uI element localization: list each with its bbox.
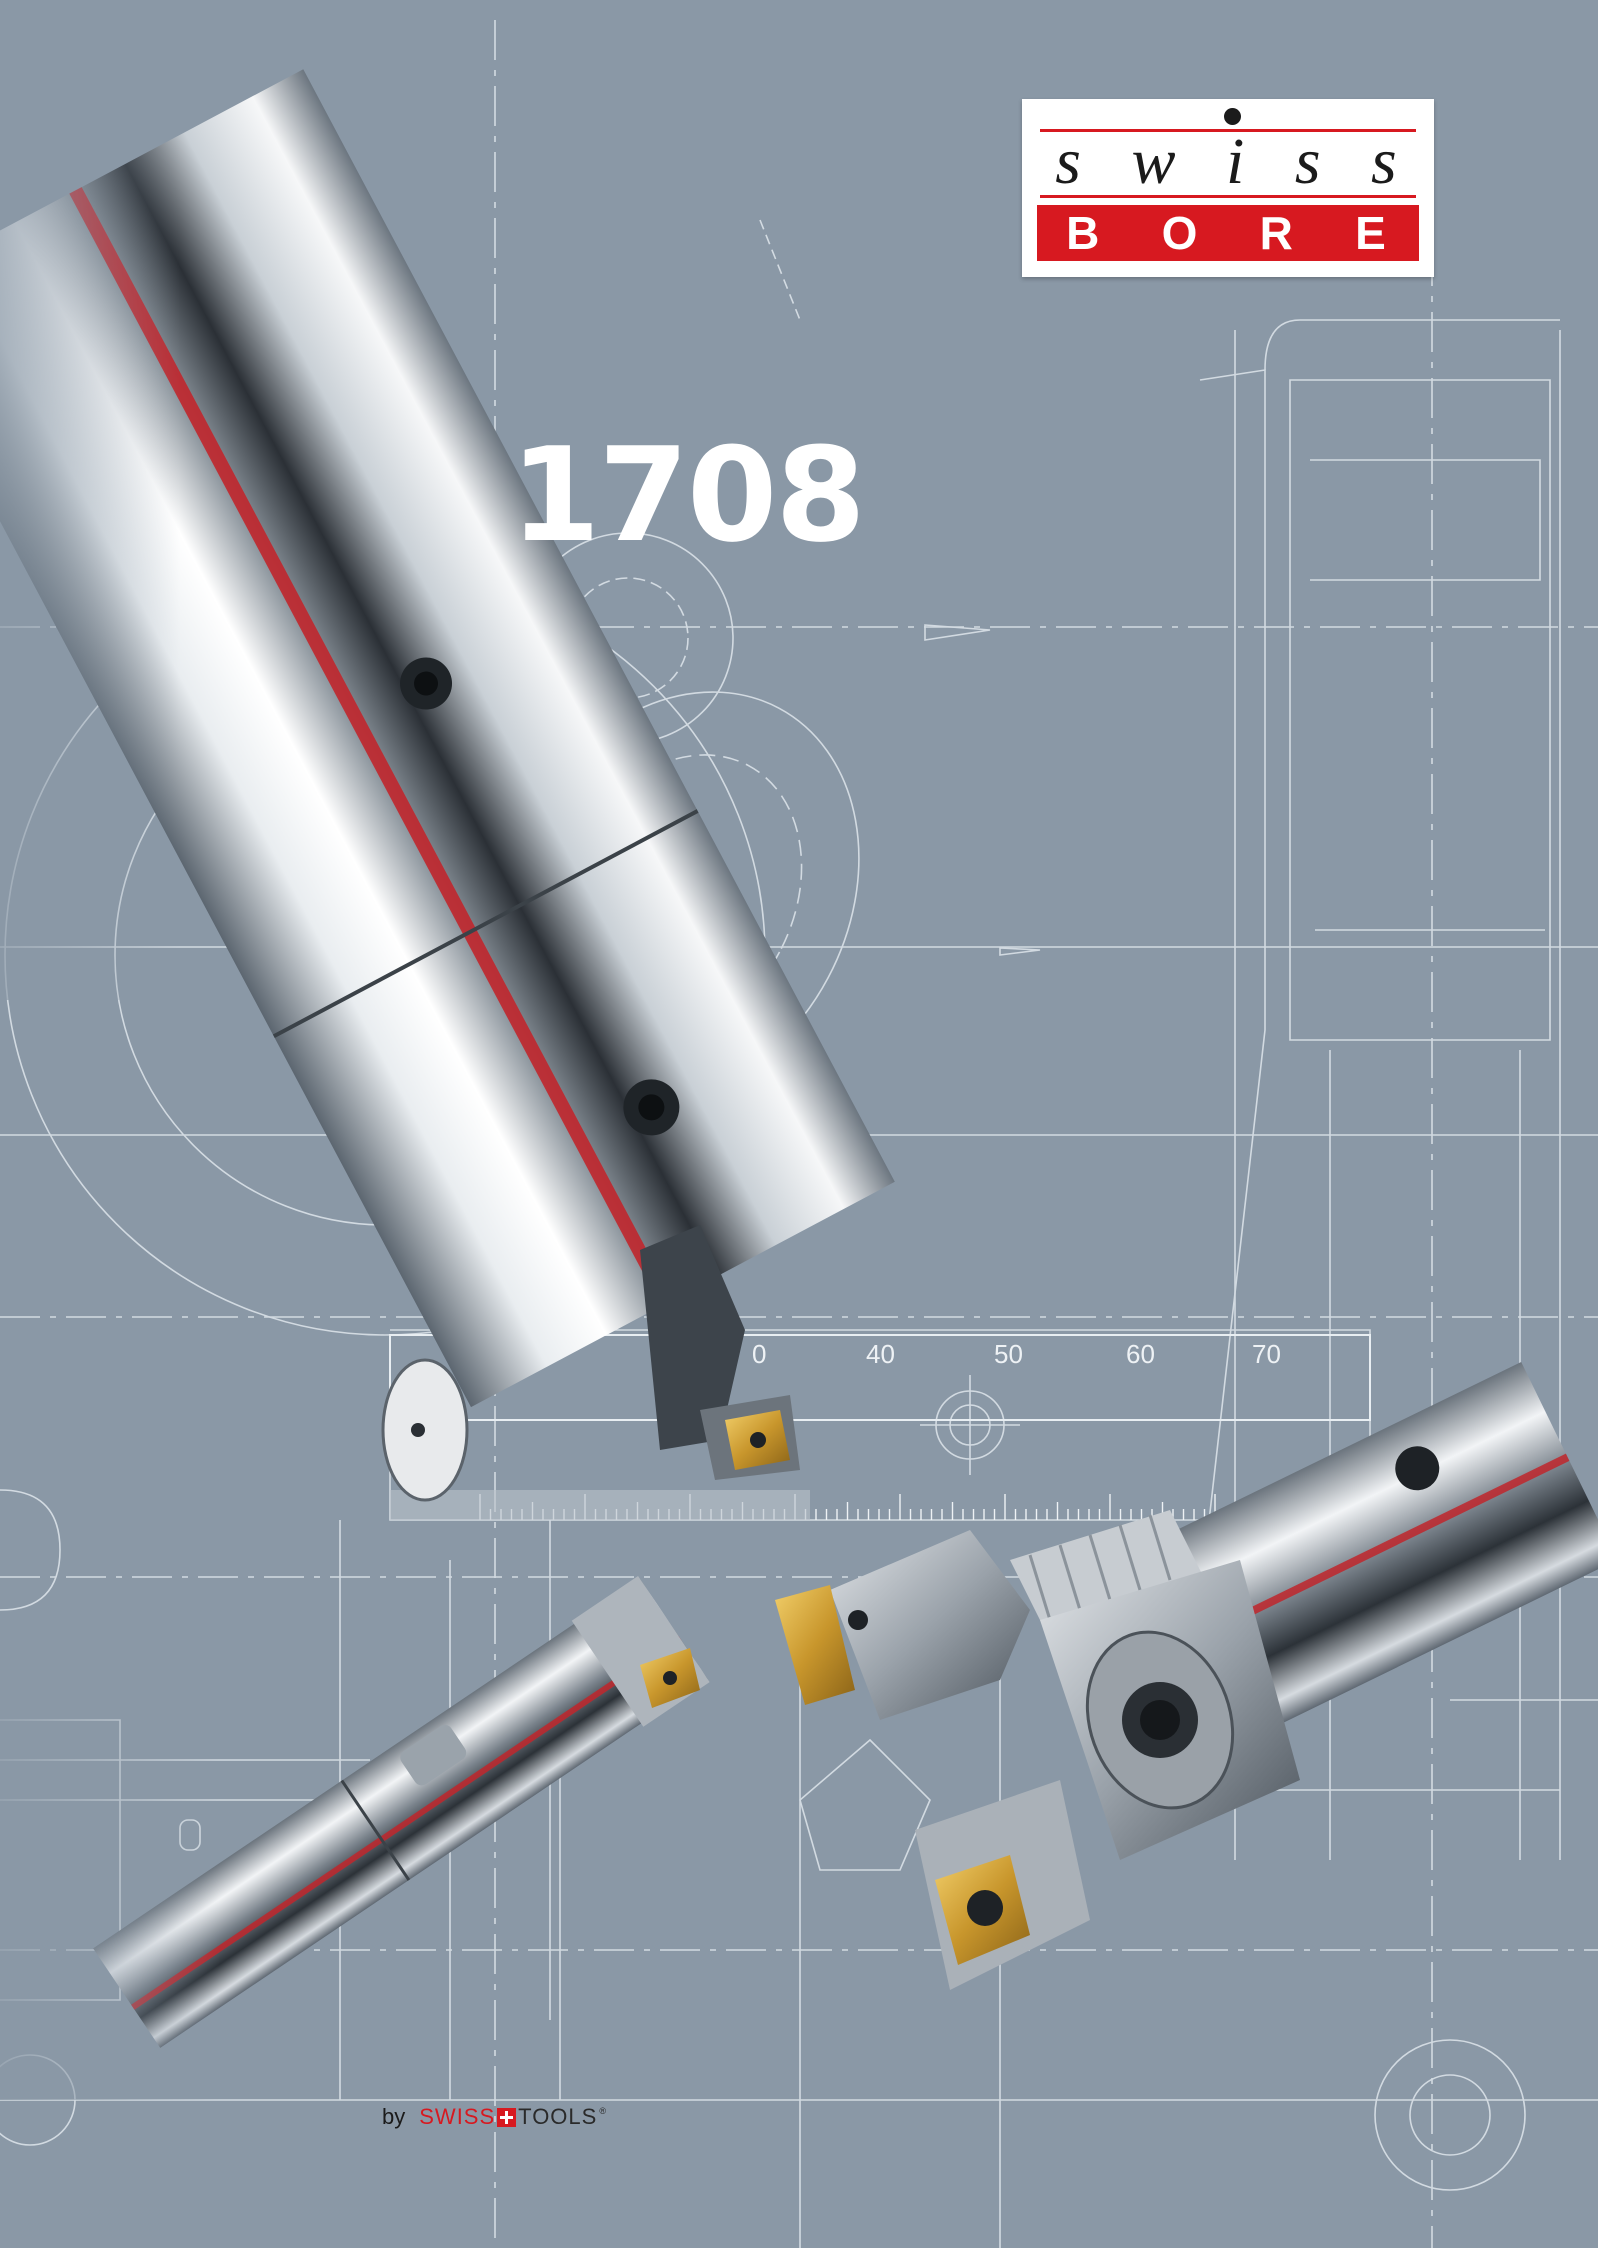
logo-bore-word: B O R E: [1037, 205, 1419, 261]
boring-head-twin-cutter: [775, 1361, 1598, 1990]
adjustment-dial: [381, 1358, 469, 1502]
logo-swiss-letter: s: [1055, 125, 1085, 198]
logo-swiss-letter: w: [1131, 125, 1180, 198]
ruler-label-60: 60: [1126, 1339, 1155, 1369]
logo-rule-top: [1040, 129, 1416, 132]
ruler-label-0: 0: [752, 1339, 766, 1369]
cutting-insert-small: [640, 1648, 700, 1708]
logo-rule-bottom: [1040, 195, 1416, 198]
ruler-label-50: 50: [994, 1339, 1023, 1369]
logo-swiss-letter: s: [1371, 125, 1401, 198]
swiss-bore-logo: s w i s s B O R E: [1022, 99, 1434, 277]
ruler-label-70: 70: [1252, 1339, 1281, 1369]
logo-swiss-letter: i: [1225, 125, 1249, 198]
footer-by-text: by: [382, 2104, 406, 2129]
logo-swiss-letter: s: [1294, 125, 1325, 198]
ruler-label-40: 40: [866, 1339, 895, 1369]
footer-brand: by SWISS TOOLS ®: [382, 2102, 606, 2132]
logo-bore-letter: E: [1355, 207, 1390, 259]
logo-swiss-word: s w i s s: [1032, 129, 1424, 195]
swisstools-swiss-text: SWISS: [419, 2104, 496, 2129]
boring-bar-large: [0, 0, 895, 1502]
logo-dot: [1224, 108, 1241, 125]
logo-bore-letter: B: [1066, 207, 1104, 259]
swiss-cross-icon: [497, 2107, 517, 2127]
logo-bore-letter: R: [1259, 207, 1297, 259]
boring-bar-small: [0, 1575, 710, 2100]
registered-mark: ®: [599, 2106, 606, 2116]
cutting-head-top: [640, 1225, 800, 1480]
swisstools-tools-text: TOOLS: [518, 2104, 598, 2129]
logo-bore-letter: O: [1161, 207, 1202, 259]
catalog-number-title: 1708: [510, 419, 866, 571]
